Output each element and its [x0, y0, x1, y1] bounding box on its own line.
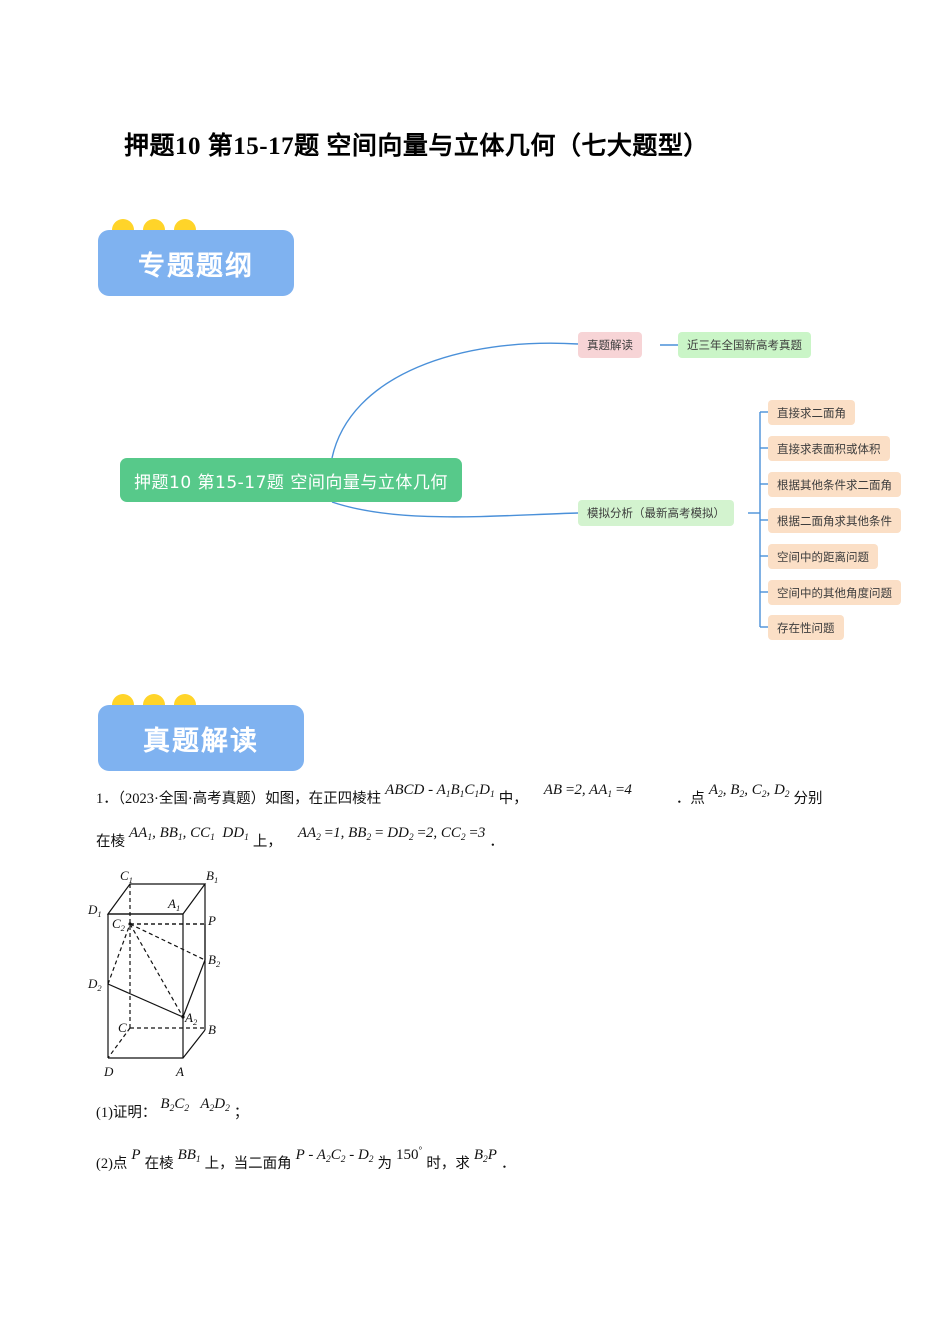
mindmap-branch-mock-analysis[interactable]: 模拟分析（最新高考模拟） — [578, 500, 734, 526]
problem-stem-line2-end: ． — [489, 834, 504, 850]
sub-question-1: (1)证明：B2C2 A2D2； — [96, 1092, 856, 1139]
math-points-list: A2, B2, C2, D2 — [708, 782, 790, 800]
math-B2P: B2P — [473, 1147, 497, 1165]
vertex-label-C1: C1 — [120, 868, 133, 885]
mindmap-branch-label: 真题解读 — [587, 338, 633, 352]
sub-question-2-mid4: 时，求 — [426, 1156, 470, 1172]
mindmap-root-label: 押题10 第15-17题 空间向量与立体几何 — [134, 472, 448, 493]
sub-question-2-suffix: ． — [500, 1156, 516, 1172]
geometry-figure: C1 B1 D1 A1 C2 P B2 D2 A2 C B D A — [80, 862, 310, 1080]
sub-question-2-prefix: (2)点 — [96, 1156, 128, 1172]
math-edges-list: AA1, BB1, CC1 DD1 — [129, 825, 249, 843]
vertex-label-D: D — [103, 1064, 114, 1079]
math-point-P: P — [131, 1147, 141, 1163]
mindmap-sub-label: 根据其他条件求二面角 — [777, 477, 892, 492]
mindmap-sub-node-1[interactable]: 直接求二面角 — [768, 400, 855, 425]
mindmap-connectors — [331, 342, 768, 628]
mindmap-sub-label: 根据二面角求其他条件 — [777, 513, 892, 528]
section-badge-real-exam: 真题解读 — [98, 694, 308, 774]
math-dihedral-angle: P - A2C2 - D2 — [295, 1147, 374, 1165]
section-badge-outline: 专题题纲 — [98, 219, 298, 299]
mindmap-branch-label: 模拟分析（最新高考模拟） — [587, 506, 725, 520]
sub-question-1-prefix: (1)证明： — [96, 1105, 157, 1121]
vertex-label-D1: D1 — [87, 902, 102, 919]
mindmap-sub-node-3[interactable]: 根据其他条件求二面角 — [768, 472, 901, 497]
vertex-label-C2: C2 — [112, 916, 126, 933]
mindmap-root-node[interactable]: 押题10 第15-17题 空间向量与立体几何 — [120, 458, 462, 502]
sub-question-2-mid3: 为 — [377, 1156, 393, 1172]
mindmap-leaf-label: 近三年全国新高考真题 — [687, 338, 802, 352]
mindmap-sub-node-6[interactable]: 空间中的其他角度问题 — [768, 580, 901, 605]
math-prism-name: ABCD - A1B1C1D1 — [385, 782, 495, 800]
mindmap-sub-node-4[interactable]: 根据二面角求其他条件 — [768, 508, 901, 533]
mindmap-sub-label: 直接求表面积或体积 — [777, 441, 881, 456]
mindmap-sub-label: 空间中的距离问题 — [777, 549, 869, 564]
math-b2c2-a2d2: B2C2 A2D2 — [160, 1096, 230, 1114]
mindmap-sub-node-2[interactable]: 直接求表面积或体积 — [768, 436, 890, 461]
problem-stem-1: 如图，在正四棱柱 — [265, 791, 382, 807]
problem-stem-3: ．点 — [675, 791, 705, 807]
vertex-label-C: C — [118, 1020, 127, 1035]
problem-stem-line2-mid: 上， — [252, 834, 282, 850]
mindmap-leaf-recent-exams[interactable]: 近三年全国新高考真题 — [678, 332, 811, 358]
prism-svg: C1 B1 D1 A1 C2 P B2 D2 A2 C B D A — [87, 868, 221, 1079]
math-values-list: AA2 =1, BB2 = DD2 =2, CC2 =3 — [297, 825, 486, 843]
vertex-label-B2: B2 — [208, 952, 221, 969]
mindmap-branch-real-exam[interactable]: 真题解读 — [578, 332, 642, 358]
vertex-label-P: P — [207, 913, 216, 928]
mindmap-sub-node-7[interactable]: 存在性问题 — [768, 615, 844, 640]
vertex-label-B1: B1 — [206, 868, 218, 885]
badge-box: 真题解读 — [98, 705, 304, 771]
mindmap: 押题10 第15-17题 空间向量与立体几何 真题解读 近三年全国新高考真题 模… — [100, 315, 901, 655]
vertex-label-A: A — [175, 1064, 184, 1079]
badge-label: 专题题纲 — [138, 250, 254, 282]
vertex-label-B: B — [208, 1022, 216, 1037]
mindmap-sub-node-5[interactable]: 空间中的距离问题 — [768, 544, 878, 569]
problem-stem-2: 中， — [498, 791, 528, 807]
badge-label: 真题解读 — [143, 725, 259, 757]
sub-question-2-mid1: 在棱 — [144, 1156, 174, 1172]
math-given-ab-aa1: AB =2, AA1 =4 — [543, 782, 632, 800]
vertex-label-A2: A2 — [184, 1010, 198, 1027]
mindmap-sub-label: 直接求二面角 — [777, 405, 846, 420]
vertex-label-A1: A1 — [167, 896, 180, 913]
sub-question-1-suffix: ； — [233, 1105, 249, 1121]
math-edge-BB1: BB1 — [177, 1147, 201, 1165]
problem-stem-4: 分别 — [793, 791, 823, 807]
vertex-label-D2: D2 — [87, 976, 102, 993]
problem-source: （2023·全国·高考真题） — [117, 791, 266, 807]
problem-stem-line2-pre: 在棱 — [96, 834, 125, 850]
sub-question-2-mid2: 上，当二面角 — [204, 1156, 292, 1172]
mindmap-sub-label: 存在性问题 — [777, 620, 835, 635]
badge-box: 专题题纲 — [98, 230, 294, 296]
mindmap-sub-label: 空间中的其他角度问题 — [777, 585, 892, 600]
page-title: 押题10 第15-17题 空间向量与立体几何（七大题型） — [124, 133, 709, 160]
problem-number: 1． — [96, 791, 118, 807]
math-angle-value: 150° — [396, 1146, 423, 1163]
